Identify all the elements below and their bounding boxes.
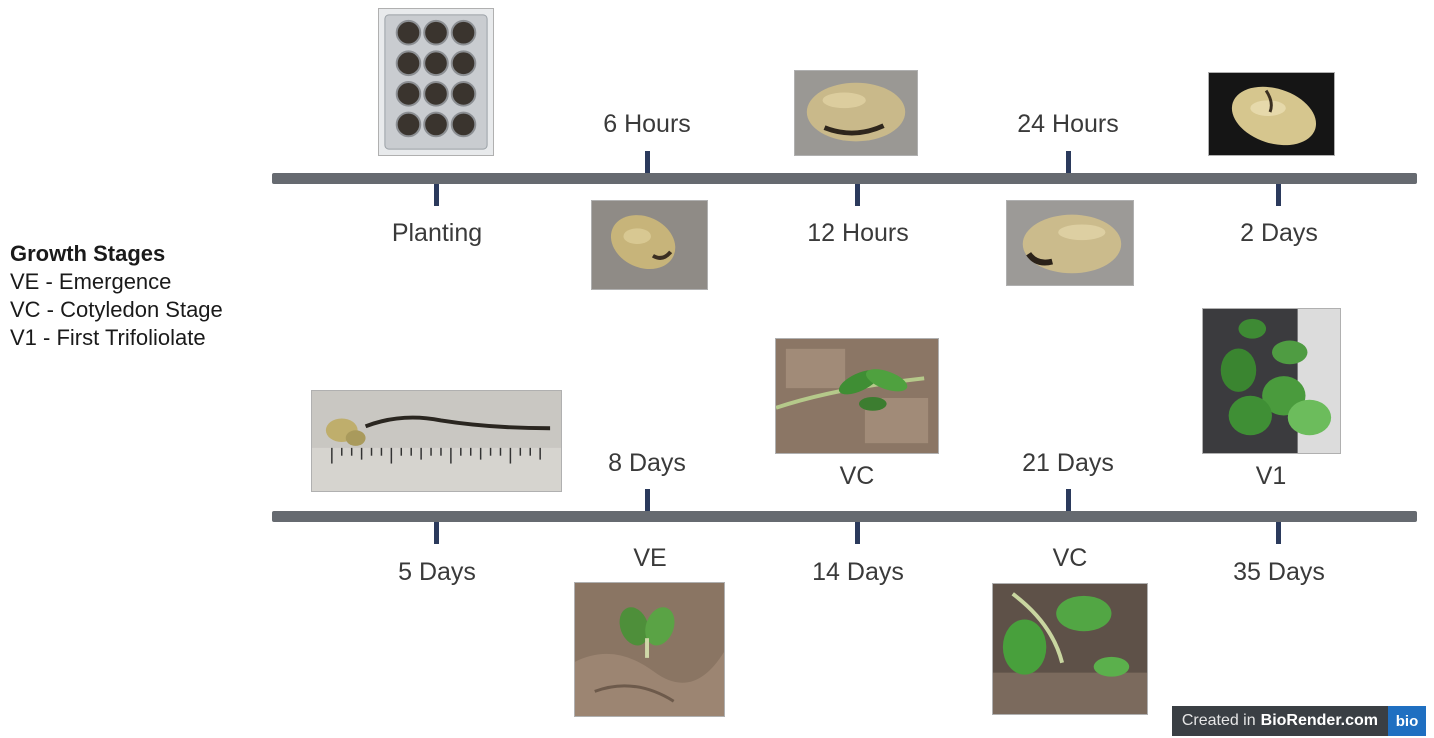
cotyledon-seedling-21d-photo (992, 583, 1148, 715)
swollen-seed-24h-photo (1006, 200, 1134, 286)
timeline-bottom-bar (272, 511, 1417, 522)
legend-title: Growth Stages (10, 240, 223, 268)
biorender-badge: Created in BioRender.com bio (1172, 706, 1426, 736)
radicle-with-ruler-photo (311, 390, 562, 492)
timeline-top-bar (272, 173, 1417, 184)
label-ve: VE (633, 544, 666, 573)
label-12-hours: 12 Hours (807, 219, 908, 248)
cotyledon-seedling-14d-photo (775, 338, 939, 454)
label-6-hours: 6 Hours (603, 110, 691, 139)
label-14-days: 14 Days (812, 558, 904, 587)
label-vc-above: VC (840, 462, 875, 491)
label-v1: V1 (1256, 462, 1287, 491)
legend-item-vc: VC - Cotyledon Stage (10, 296, 223, 324)
tick-21-days (1066, 489, 1071, 511)
swollen-seed-2d-photo (1208, 72, 1335, 156)
tick-12-hours (855, 184, 860, 206)
biorender-logo-icon: bio (1388, 706, 1426, 736)
label-8-days: 8 Days (608, 449, 686, 478)
legend-item-ve: VE - Emergence (10, 268, 223, 296)
label-2-days: 2 Days (1240, 219, 1318, 248)
legend-item-v1: V1 - First Trifoliolate (10, 324, 223, 352)
label-35-days: 35 Days (1233, 558, 1325, 587)
tick-6-hours (645, 151, 650, 173)
label-24-hours: 24 Hours (1017, 110, 1118, 139)
trifoliolate-plant-photo (1202, 308, 1341, 454)
tick-8-days (645, 489, 650, 511)
badge-brand: BioRender.com (1261, 712, 1378, 730)
tick-14-days (855, 522, 860, 544)
emerging-seedling-photo (574, 582, 725, 717)
tick-2-days (1276, 184, 1281, 206)
tick-24-hours (1066, 151, 1071, 173)
label-21-days: 21 Days (1022, 449, 1114, 478)
label-vc-below: VC (1053, 544, 1088, 573)
tick-planting (434, 184, 439, 206)
tick-35-days (1276, 522, 1281, 544)
swollen-seed-12h-photo (794, 70, 918, 156)
label-5-days: 5 Days (398, 558, 476, 587)
label-planting: Planting (392, 219, 482, 248)
tick-5-days (434, 522, 439, 544)
imbibed-seed-6h-photo (591, 200, 708, 290)
seed-tray-photo (378, 8, 494, 156)
badge-prefix: Created in (1182, 712, 1256, 730)
growth-stages-legend: Growth Stages VE - Emergence VC - Cotyle… (10, 240, 223, 352)
